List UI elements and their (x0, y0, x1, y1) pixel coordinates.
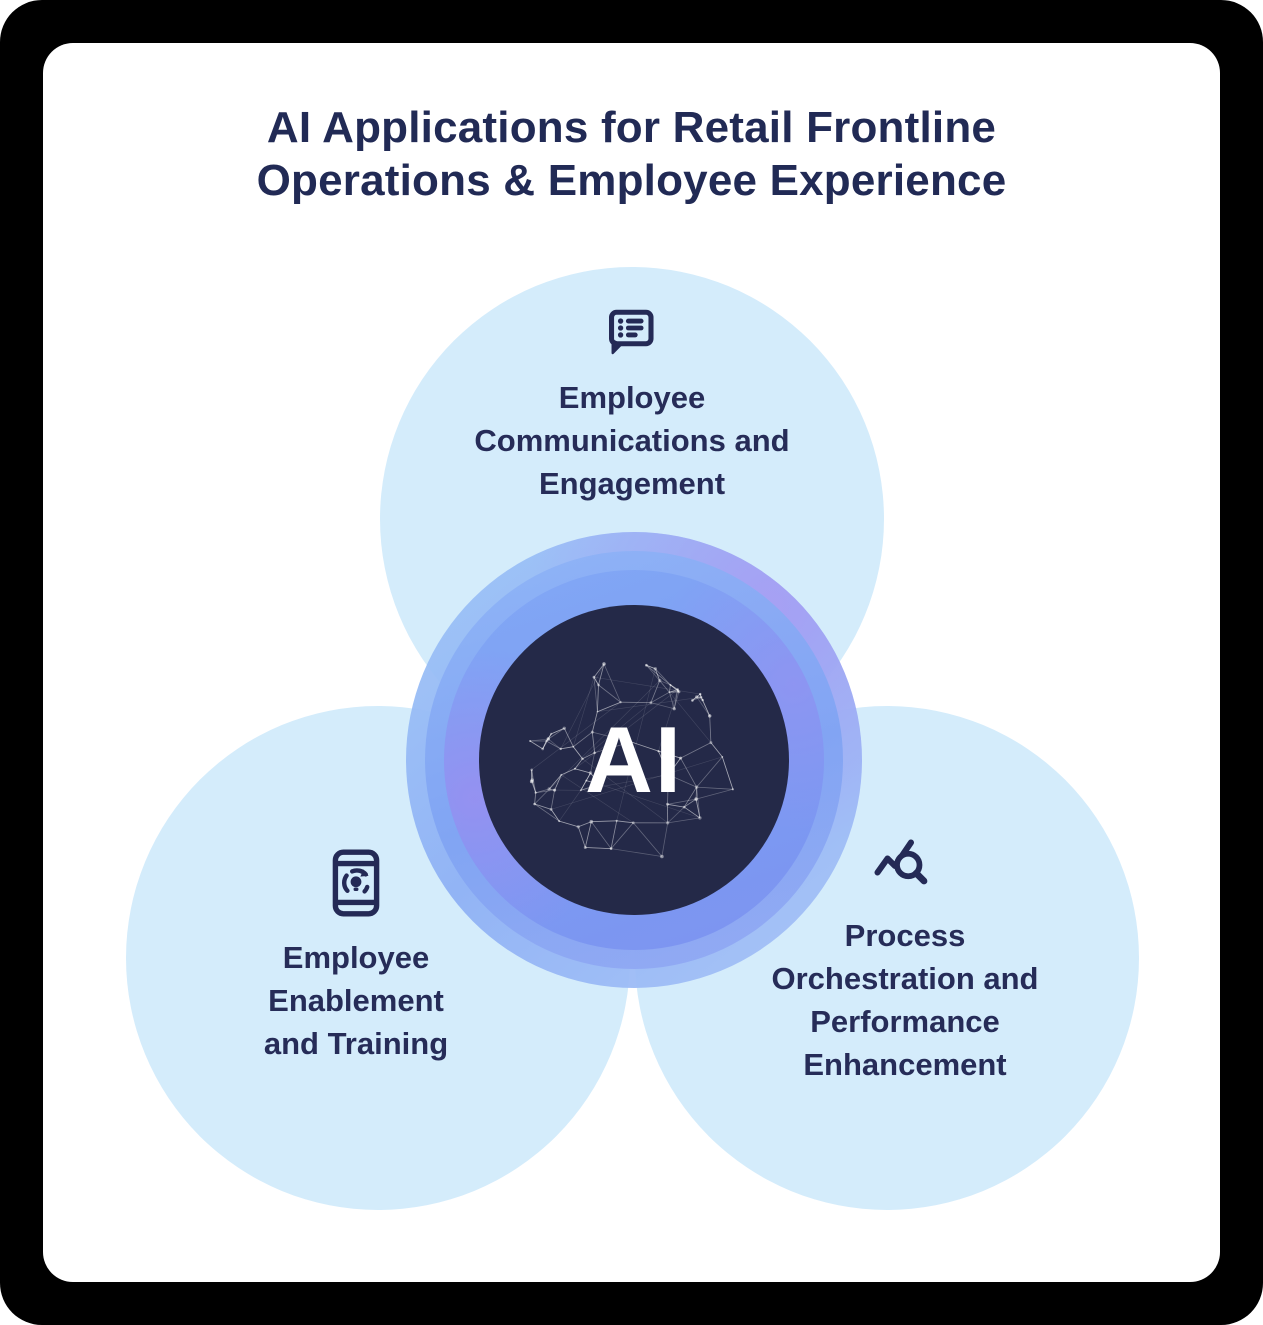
label-process-orchestration: Process Orchestration and Performance En… (771, 918, 1039, 1082)
ai-label: AI (585, 707, 683, 812)
label-employee-communications: Employee Communications and Engagement (474, 380, 790, 501)
chat-list-icon (599, 300, 663, 369)
infographic-card: AI Applications for Retail Frontline Ope… (43, 43, 1220, 1282)
device-refresh-bulb-icon (331, 849, 381, 922)
page-title: AI Applications for Retail Frontline Ope… (43, 101, 1220, 207)
network-sphere-graphic (529, 662, 734, 859)
label-employee-enablement: Employee Enablement and Training (263, 940, 449, 1061)
page-title-line2: Operations & Employee Experience (256, 156, 1007, 205)
chart-magnifier-icon (871, 831, 931, 896)
page-title-line1: AI Applications for Retail Frontline (266, 103, 997, 152)
ai-core-circle: AI (479, 605, 789, 915)
